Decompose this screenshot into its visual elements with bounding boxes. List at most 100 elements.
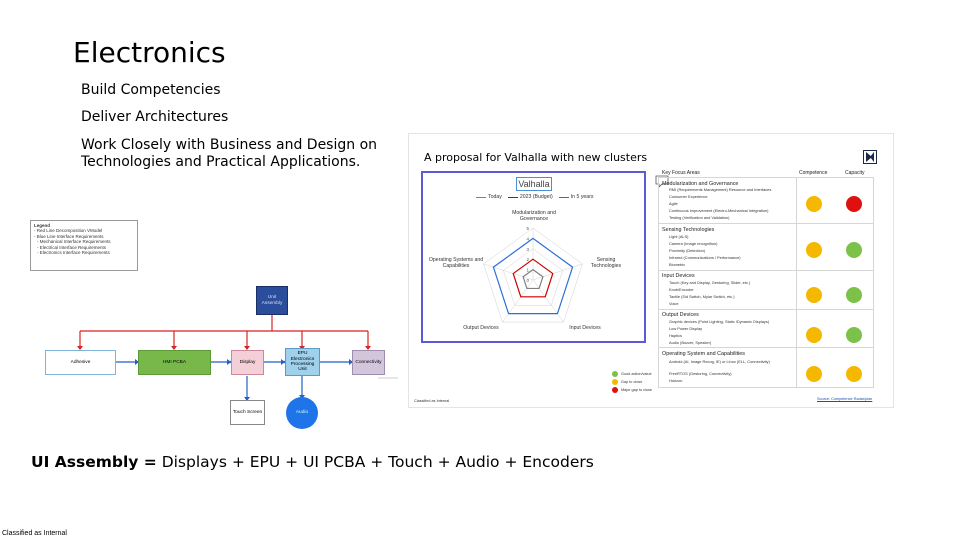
section-item: Consumer Experience — [669, 194, 708, 199]
legend-line: - Electronics Interface Requirements — [37, 250, 110, 256]
section-item: Android (AI, Image Recog, IE) or Linux (… — [669, 359, 770, 364]
section-item: Voice — [669, 301, 679, 306]
th-key-focus-areas: Key Focus Areas — [662, 170, 700, 176]
radar-legend: Today 2023 (Budget) In 5 years — [476, 194, 594, 200]
table-divider — [796, 177, 797, 387]
display-block: Display — [231, 350, 264, 375]
table-divider — [658, 309, 874, 310]
table-divider — [873, 177, 874, 387]
key-gap: Gap to close — [612, 379, 642, 385]
axis-label-input: Input Devices — [569, 325, 601, 331]
section-item: Tactile (Sid Switch, Mylar Switch, etc.) — [669, 294, 735, 299]
capacity-indicator-green — [846, 242, 862, 258]
section-item: Continuous improvement (Electro-Mechanic… — [669, 208, 769, 213]
radar-chart-title[interactable]: Valhalla — [516, 177, 552, 191]
section-title-modularization: Modularization and Governance — [662, 181, 739, 187]
radar-tick-label: 2 — [526, 257, 529, 262]
key-good: Good action/value — [612, 371, 652, 377]
section-title-input: Input Devices — [662, 273, 695, 279]
legend-line: - Electrical Interface Requirements — [37, 244, 107, 250]
section-item: Testing (Verification and Validation) — [669, 215, 730, 220]
legend-line: - Red Line Decomposition VModel — [34, 228, 103, 234]
section-item: Horizon — [669, 378, 683, 383]
section-item: Biometric — [669, 262, 686, 267]
key-major-gap: Major gap to close — [612, 387, 652, 393]
touch-screen-block: Touch Screen — [230, 400, 265, 425]
table-divider — [658, 177, 659, 387]
table-divider — [658, 347, 874, 348]
radar-grid-ring — [483, 227, 583, 323]
legend-5years: In 5 years — [558, 194, 594, 200]
capacity-indicator-yellow — [846, 366, 862, 382]
axis-label-modularization: Modularization and Governance — [512, 210, 556, 222]
brand-logo-icon — [863, 150, 877, 164]
section-item: Knob/Encoder — [669, 287, 694, 292]
section-title-sensing: Sensing Technologies — [662, 227, 715, 233]
slide-title: Electronics — [73, 36, 226, 69]
section-item: FreeRTOS (Gesturing, Connectivity) — [669, 371, 732, 376]
section-item: Infrared (Communications / Performance) — [669, 255, 741, 260]
source-link[interactable]: Source: Competence Radar/plan — [817, 397, 873, 401]
table-divider — [658, 223, 874, 224]
section-item: Touch (Key and Display, Gesturing, Slide… — [669, 280, 751, 285]
radar-spoke — [483, 263, 534, 281]
radar-tick-label: 1 — [526, 268, 529, 273]
axis-label-operating: Operating Systems and Capabilities — [428, 257, 484, 269]
table-divider — [658, 387, 874, 388]
key-major-gap-label: Major gap to close — [621, 388, 653, 392]
radar-series-in-5-years — [492, 237, 574, 315]
connectivity-block: Connectivity — [352, 350, 385, 375]
th-competence: Competence — [799, 170, 828, 176]
section-item: Low Power Display — [669, 326, 703, 331]
capacity-indicator-green — [846, 287, 862, 303]
radar-tick-label: 5 — [526, 226, 529, 231]
capacity-indicator-green — [846, 327, 862, 343]
legend-line: - Mechanical Interface Requirements — [37, 239, 111, 245]
legend-today-label: Today — [488, 194, 502, 200]
section-item: Camera (Image recognition) — [669, 241, 718, 246]
key-good-label: Good action/value — [621, 372, 652, 376]
competence-indicator-yellow — [806, 287, 822, 303]
axis-label-sensing: Sensing Technologies — [590, 257, 622, 269]
radar-spoke — [532, 279, 564, 323]
radar-spoke — [502, 279, 534, 323]
legend-5years-label: In 5 years — [570, 194, 594, 200]
section-item: Agile — [669, 201, 678, 206]
radar-spoke — [532, 263, 583, 281]
ui-assembly-equation: UI Assembly = Displays + EPU + UI PCBA +… — [31, 453, 594, 471]
radar-tick-label: 4 — [526, 236, 529, 241]
epu-block: EPU Electronics Processing Unit — [285, 348, 320, 376]
section-title-operating: Operating System and Capabilities — [662, 351, 745, 357]
bullet-deliver-architectures: Deliver Architectures — [81, 109, 229, 125]
table-divider — [658, 270, 874, 271]
section-item: Haptics — [669, 333, 682, 338]
competence-indicator-yellow — [806, 327, 822, 343]
section-title-output: Output Devices — [662, 312, 699, 318]
radar-series-2023-budget- — [512, 258, 554, 298]
panel-title: A proposal for Valhalla with new cluster… — [424, 151, 648, 164]
bullet-work-closely-2: Technologies and Practical Applications. — [81, 154, 361, 170]
legend-line: - Blue Line Interface Requirements — [34, 233, 104, 239]
section-item: Graphic devices (Point Lighting, Static … — [669, 319, 770, 324]
legend-title: Legend — [34, 223, 51, 228]
panel-classified: Classified as Internal — [414, 399, 450, 403]
axis-label-output: Output Devices — [463, 325, 499, 331]
legend-today: Today — [476, 194, 502, 200]
adhesive-block: Adhesive — [45, 350, 116, 375]
section-item: Audio (Buzzer, Speaker) — [669, 340, 712, 345]
unit-assembly-block: Unit Assembly — [256, 286, 288, 315]
radar-tick-label: 3 — [526, 247, 529, 252]
audio-block: Audio — [286, 397, 318, 429]
competence-indicator-yellow — [806, 242, 822, 258]
bullet-work-closely-1: Work Closely with Business and Design on — [81, 137, 378, 153]
table-divider — [658, 177, 874, 178]
section-item: Proximity (Detection) — [669, 248, 706, 253]
th-capacity: Capacity — [845, 170, 865, 176]
hmi-pcba-block: HMI PCBA — [138, 350, 211, 375]
competence-indicator-yellow — [806, 366, 822, 382]
capacity-indicator-red — [846, 196, 862, 212]
section-item: Light (ALS) — [669, 234, 689, 239]
radar-chart-frame[interactable] — [421, 171, 646, 343]
